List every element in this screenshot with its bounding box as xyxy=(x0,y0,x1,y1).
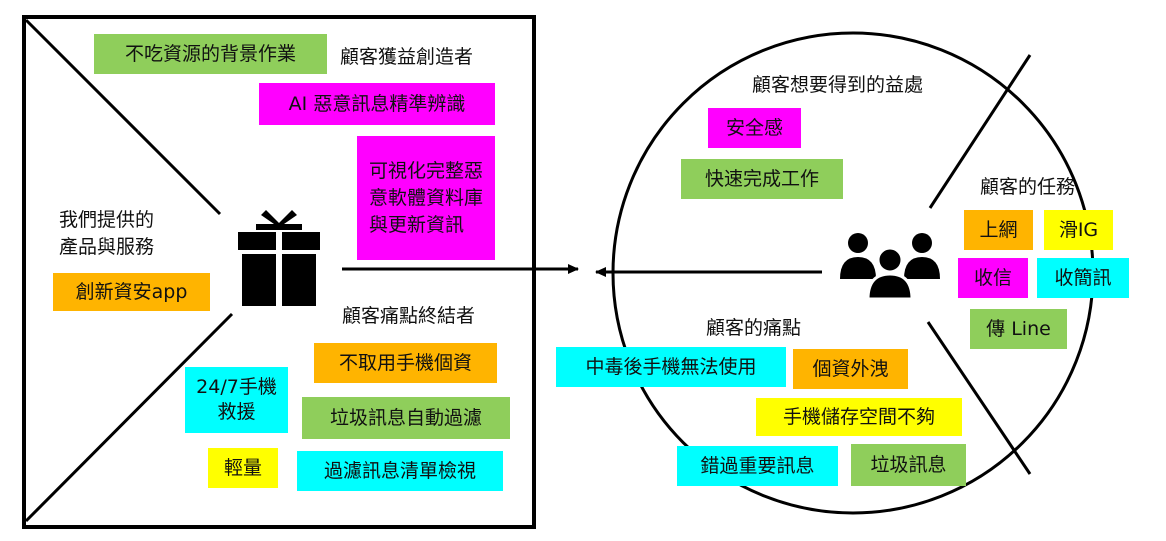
gain-note: 快速完成工作 xyxy=(681,159,843,199)
pains-title: 顧客的痛點 xyxy=(706,317,802,339)
customer-divider-top xyxy=(928,54,1032,209)
pain-reliever-note: 不取用手機個資 xyxy=(314,343,497,383)
job-note: 收簡訊 xyxy=(1037,258,1129,298)
pain-note: 錯過重要訊息 xyxy=(677,446,838,486)
pain-note: 手機儲存空間不夠 xyxy=(756,398,962,436)
gain-creators-title: 顧客獲益創造者 xyxy=(340,46,474,68)
pain-note: 垃圾訊息 xyxy=(851,444,966,486)
pain-reliever-note: 過濾訊息清單檢視 xyxy=(297,451,503,491)
pain-relievers-title: 顧客痛點終結者 xyxy=(342,305,476,327)
products-services-title: 我們提供的 產品與服務 xyxy=(59,209,155,258)
job-note: 上網 xyxy=(964,210,1033,250)
job-note: 傳 Line xyxy=(970,309,1067,349)
gain-creator-note: AI 惡意訊息精準辨識 xyxy=(259,83,495,125)
pain-note: 中毒後手機無法使用 xyxy=(556,347,786,387)
product-note: 創新資安app xyxy=(53,273,210,311)
gain-creator-note: 可視化完整惡意軟體資料庫與更新資訊 xyxy=(357,136,495,260)
pain-note: 個資外洩 xyxy=(793,349,908,389)
job-note: 收信 xyxy=(958,258,1028,298)
gains-title: 顧客想要得到的益處 xyxy=(752,74,924,96)
job-note: 滑IG xyxy=(1044,210,1113,250)
customer-divider-bottom xyxy=(926,321,1032,475)
users-group-icon xyxy=(840,233,940,299)
gain-creator-note: 不吃資源的背景作業 xyxy=(94,34,327,74)
value-map-divider-bottom xyxy=(24,312,234,523)
value-map-divider-top xyxy=(24,18,222,216)
jobs-title: 顧客的任務 xyxy=(980,176,1076,198)
gift-icon xyxy=(238,210,320,306)
pain-reliever-note: 輕量 xyxy=(208,448,278,488)
pain-reliever-note: 24/7手機救援 xyxy=(185,367,288,433)
pain-reliever-note: 垃圾訊息自動過濾 xyxy=(302,397,510,439)
value-map-square xyxy=(22,15,536,529)
gain-note: 安全感 xyxy=(708,108,801,148)
